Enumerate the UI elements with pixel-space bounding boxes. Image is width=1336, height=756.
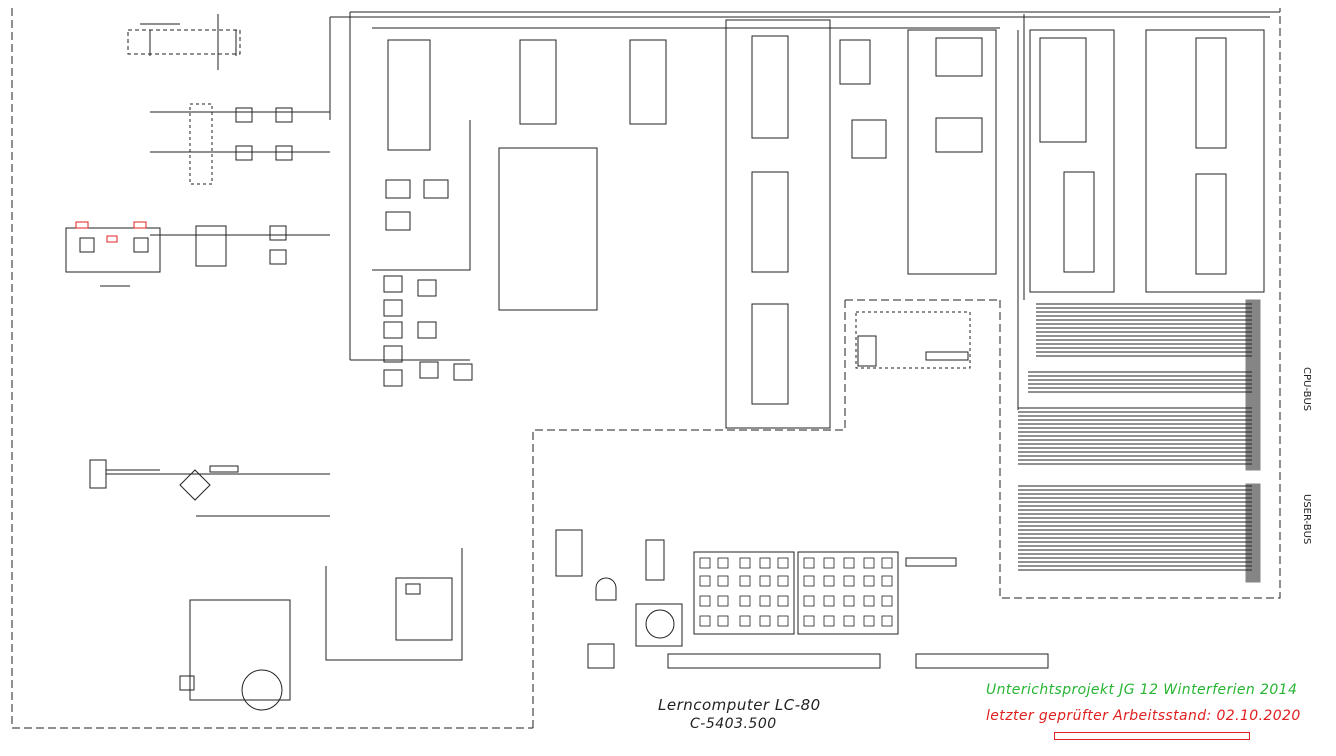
status-note: letzter geprüfter Arbeitsstand: 02.10.20… bbox=[986, 708, 1301, 724]
user-bus-label: USER-BUS bbox=[1301, 494, 1312, 545]
diagram-title: Lerncomputer LC-80 bbox=[658, 696, 821, 714]
cpu-bus-label: CPU-BUS bbox=[1301, 367, 1312, 412]
drawing-number: C-5403.500 bbox=[690, 716, 777, 732]
status-underline-box bbox=[1054, 732, 1250, 740]
outer-border bbox=[11, 8, 533, 729]
project-note: Unterichtsprojekt JG 12 Winterferien 201… bbox=[986, 682, 1298, 698]
